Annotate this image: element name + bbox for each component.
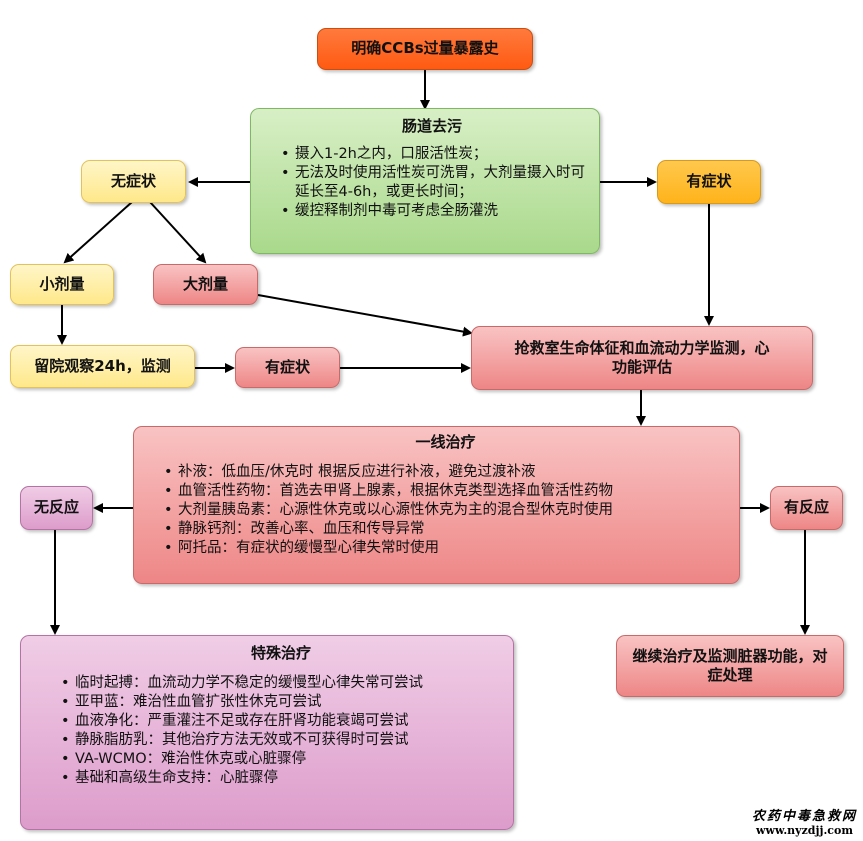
start-node-label: 明确CCBs过量暴露史	[351, 39, 499, 58]
small-dose-node: 小剂量	[10, 264, 114, 305]
arrow-large-to-monitoring	[257, 294, 473, 337]
special-treatment-item: 临时起搏：血流动力学不稳定的缓慢型心律失常可尝试	[59, 674, 503, 693]
observe-node: 留院观察24h，监测	[10, 345, 195, 388]
special-treatment-block: 特殊治疗 临时起搏：血流动力学不稳定的缓慢型心律失常可尝试 亚甲蓝：难治性血管扩…	[20, 635, 514, 830]
arrow-to-small-dose	[63, 201, 133, 264]
arrow-to-large-dose	[149, 201, 207, 264]
first-line-title: 一线治疗	[415, 433, 476, 451]
decontamination-item: 无法及时使用活性炭可洗胃，大剂量摄入时可延长至4-6h，或更长时间；	[279, 164, 585, 202]
asymptomatic-label: 无症状	[110, 171, 156, 190]
symptomatic-right-label: 有症状	[686, 172, 732, 191]
special-treatment-item: VA-WCMO：难治性休克或心脏骤停	[59, 750, 503, 769]
special-treatment-title: 特殊治疗	[250, 644, 311, 662]
watermark-line1: 农药中毒急救网	[751, 809, 857, 824]
first-line-item: 补液：低血压/休克时 根据反应进行补液，避免过渡补液	[162, 463, 729, 482]
watermark-logo: 农药中毒急救网 www.nyzdjj.com	[752, 805, 857, 837]
response-label: 有反应	[783, 498, 829, 517]
symptomatic-mid-label: 有症状	[264, 357, 310, 376]
no-response-label: 无反应	[33, 498, 79, 517]
first-line-item: 大剂量胰岛素：心源性休克或以心源性休克为主的混合型休克时使用	[162, 501, 729, 520]
decontamination-title: 肠道去污	[401, 117, 462, 135]
watermark-line2: www.nyzdjj.com	[756, 824, 853, 837]
decontamination-item: 缓控释制剂中毒可考虑全肠灌洗	[279, 202, 585, 221]
continue-label: 继续治疗及监测脏器功能，对症处理	[632, 646, 828, 685]
first-line-item: 静脉钙剂：改善心率、血压和传导异常	[162, 520, 729, 539]
continue-node: 继续治疗及监测脏器功能，对症处理	[616, 635, 844, 697]
special-treatment-item: 基础和高级生命支持：心脏骤停	[59, 769, 503, 788]
large-dose-label: 大剂量	[182, 274, 228, 293]
monitoring-node: 抢救室生命体征和血流动力学监测，心功能评估	[471, 326, 813, 390]
decontamination-item: 摄入1-2h之内，口服活性炭；	[279, 145, 585, 164]
symptomatic-mid-node: 有症状	[235, 347, 340, 388]
observe-label: 留院观察24h，监测	[34, 356, 171, 375]
small-dose-label: 小剂量	[39, 274, 85, 293]
special-treatment-item: 亚甲蓝：难治性血管扩张性休克可尝试	[59, 693, 503, 712]
special-treatment-item: 血液净化：严重灌注不足或存在肝肾功能衰竭可尝试	[59, 712, 503, 731]
large-dose-node: 大剂量	[153, 264, 258, 305]
start-node: 明确CCBs过量暴露史	[317, 28, 533, 70]
no-response-node: 无反应	[20, 486, 93, 530]
first-line-item: 阿托品：有症状的缓慢型心律失常时使用	[162, 539, 729, 558]
special-treatment-item: 静脉脂肪乳：其他治疗方法无效或不可获得时可尝试	[59, 731, 503, 750]
symptomatic-right-node: 有症状	[657, 160, 761, 204]
first-line-block: 一线治疗 补液：低血压/休克时 根据反应进行补液，避免过渡补液 血管活性药物：首…	[133, 426, 740, 584]
decontamination-block: 肠道去污 摄入1-2h之内，口服活性炭； 无法及时使用活性炭可洗胃，大剂量摄入时…	[250, 108, 600, 254]
response-node: 有反应	[770, 486, 843, 530]
asymptomatic-node: 无症状	[81, 160, 186, 203]
first-line-item: 血管活性药物：首选去甲肾上腺素，根据休克类型选择血管活性药物	[162, 482, 729, 501]
monitoring-label: 抢救室生命体征和血流动力学监测，心功能评估	[514, 338, 770, 377]
